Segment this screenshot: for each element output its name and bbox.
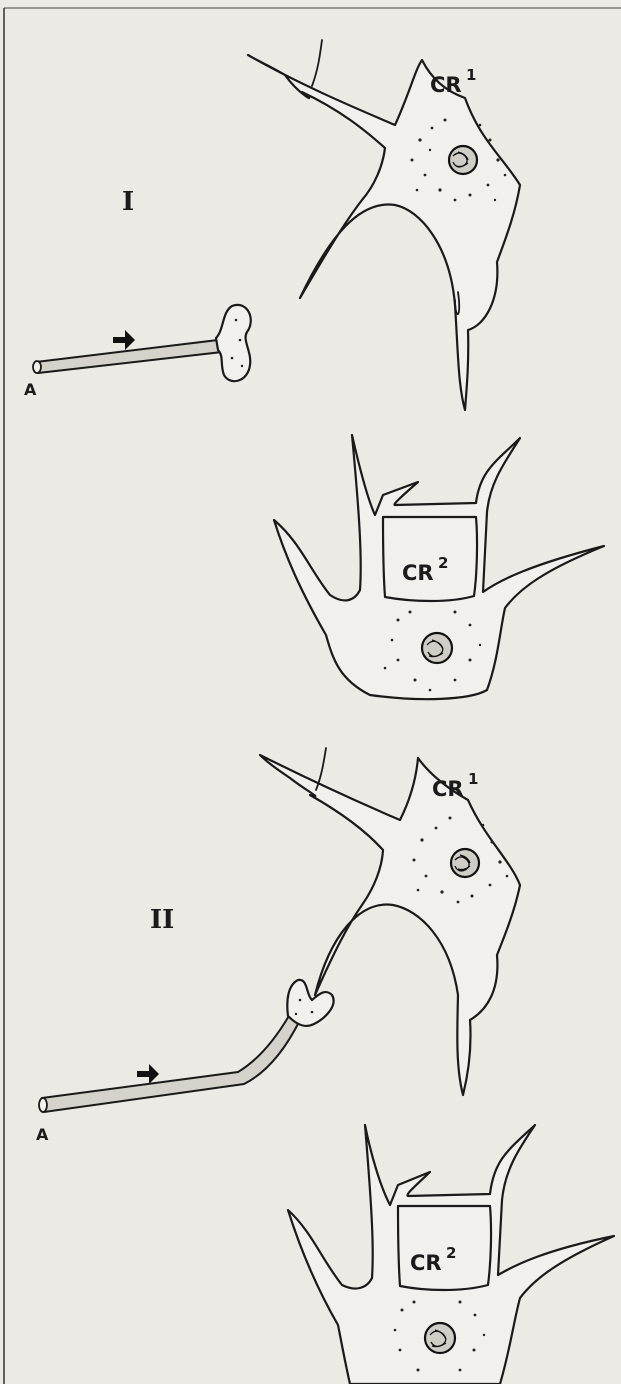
panel-ii-cr2-nucleus bbox=[425, 1323, 455, 1353]
panel-i-axon-label: A bbox=[24, 380, 37, 399]
panel-ii-axon-terminal bbox=[287, 980, 333, 1026]
panel-i-cr1-sup: 1 bbox=[466, 66, 476, 84]
panel-ii-cell-cr1: CR 1 bbox=[260, 748, 520, 1095]
panel-ii-cr1-nucleus bbox=[451, 849, 479, 877]
panel-ii-direction-arrow bbox=[137, 1064, 159, 1084]
panel-ii-cell-cr1-body bbox=[260, 755, 520, 1095]
panel-ii-cr2-label: CR bbox=[410, 1251, 442, 1275]
panel-ii-cr1-sup: 1 bbox=[468, 770, 478, 788]
panel-i-cr1-dendrite-top bbox=[312, 40, 322, 86]
panel-i-cr2-label: CR bbox=[402, 561, 434, 585]
panel-i-cell-cr2: CR 2 bbox=[274, 435, 604, 699]
panel-ii-label: II bbox=[150, 905, 174, 935]
panel-ii-axon-label: A bbox=[36, 1125, 49, 1144]
panel-i-direction-arrow bbox=[113, 330, 135, 350]
panel-i-cell-cr1-body bbox=[248, 55, 520, 410]
panel-ii-axon-fiber bbox=[42, 1014, 300, 1112]
panel-i-cr2-nucleus bbox=[422, 633, 452, 663]
panel-ii-cell-cr2: CR 2 bbox=[288, 1125, 614, 1384]
panel-i-cr1-label: CR bbox=[430, 73, 462, 97]
panel-i: I CR 1 bbox=[24, 40, 604, 699]
panel-ii-axon: A bbox=[36, 980, 334, 1144]
panel-i-axon-terminal bbox=[216, 305, 251, 381]
panel-i-label: I bbox=[122, 187, 134, 217]
panel-ii: II CR 1 bbox=[36, 748, 614, 1384]
panel-ii-cr1-label: CR bbox=[432, 777, 464, 801]
panel-ii-cr2-sup: 2 bbox=[446, 1244, 456, 1262]
panel-i-cr1-nucleus bbox=[449, 146, 477, 174]
panel-i-axon: A bbox=[24, 305, 251, 399]
panel-i-cr2-inner-box bbox=[383, 517, 477, 601]
panel-i-cr2-sup: 2 bbox=[438, 554, 448, 572]
panel-i-cell-cr1: CR 1 bbox=[248, 40, 520, 410]
panel-ii-cr2-inner-box bbox=[398, 1206, 491, 1290]
